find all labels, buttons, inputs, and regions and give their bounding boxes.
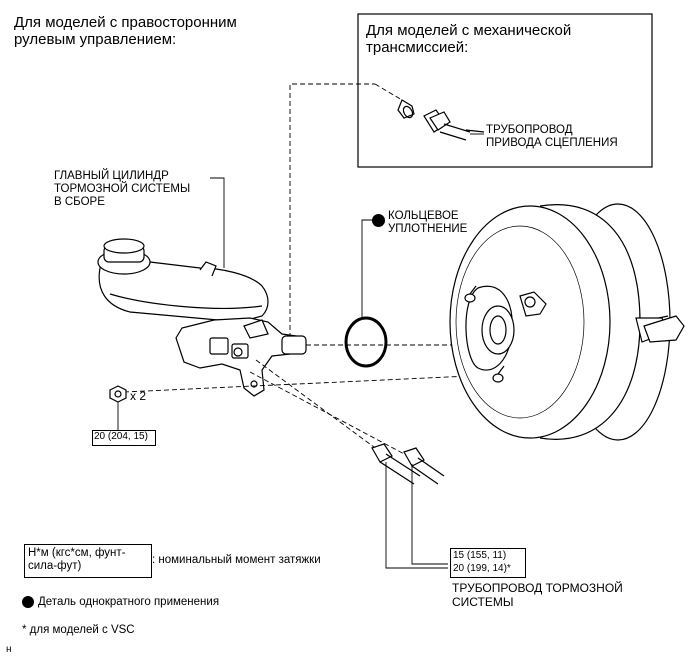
brake-line-label: ТРУБОПРОВОД ТОРМОЗНОЙ СИСТЕМЫ: [452, 581, 623, 609]
legend-single-use-icon: [22, 596, 34, 608]
nut: [109, 385, 127, 403]
master-cylinder-leader: [210, 177, 225, 268]
rhd-heading: Для моделей с правосторонним рулевым упр…: [14, 14, 237, 49]
brake-line-leader-2: [411, 464, 448, 565]
axis-line-nut: [123, 375, 471, 393]
nut-torque-value: 20 (204, 15): [94, 431, 148, 442]
clutch-line-fitting: [423, 109, 485, 141]
clutch-union-bolt: [397, 99, 415, 119]
brake-line-torque-2: 20 (199, 14)*: [453, 563, 511, 574]
o-ring-label: КОЛЬЦЕВОЕ УПЛОТНЕНИЕ: [388, 210, 468, 236]
vsc-note: * для моделей с VSC: [22, 624, 135, 636]
brake-line-torque-1: 15 (155, 11): [453, 550, 507, 561]
brake-booster: [449, 203, 685, 441]
manual-transmission-inset-frame: [357, 13, 653, 168]
brake-line-leader-1: [385, 462, 448, 569]
torque-unit-label: Н*м (кгс*см, фунт- сила-фут): [28, 547, 126, 573]
nut-torque-box: [92, 430, 156, 446]
torque-unit-description: : номинальный момент затяжки: [152, 554, 321, 566]
master-cylinder-body: [175, 317, 307, 397]
o-ring: [344, 316, 388, 368]
clutch-axis-line: [374, 83, 403, 101]
reservoir: [97, 238, 269, 323]
footer-mark: н: [6, 644, 12, 655]
single-use-description: Деталь однократного применения: [38, 596, 220, 608]
manual-transmission-heading: Для моделей с механической трансмиссией:: [366, 22, 572, 57]
brake-line-torque-box: [450, 548, 526, 578]
axis-line-brake-2: [249, 371, 409, 457]
torque-unit-box: [24, 544, 152, 578]
o-ring-leader: [361, 219, 376, 318]
nut-quantity: x 2: [130, 389, 147, 403]
axis-line-brake-1: [255, 359, 379, 451]
master-cylinder-label: ГЛАВНЫЙ ЦИЛИНДР ТОРМОЗНОЙ СИСТЕМЫ В СБОР…: [54, 170, 191, 209]
clutch-line-label: ТРУБОПРОВОД ПРИВОДА СЦЕПЛЕНИЯ: [486, 124, 618, 150]
brake-line-fittings: [371, 443, 445, 485]
inset-leader-line: [289, 83, 375, 338]
single-use-icon: [372, 214, 385, 227]
